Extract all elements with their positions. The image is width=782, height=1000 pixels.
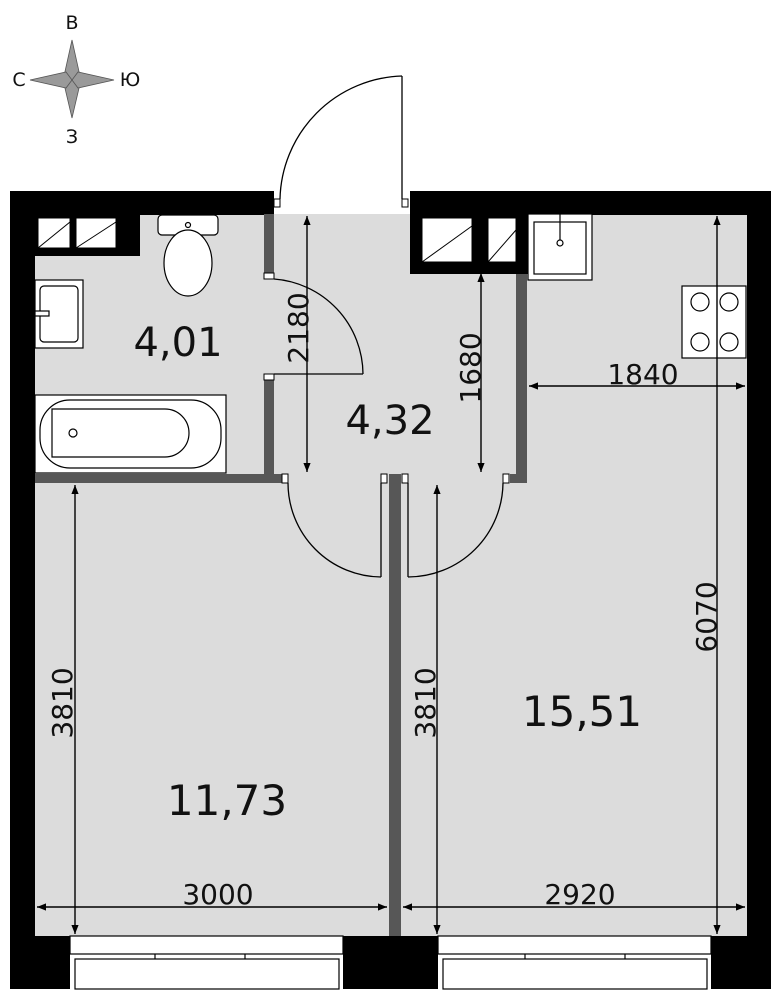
compass-west-label: С [12, 69, 25, 91]
ventilation-shafts [37, 217, 517, 263]
living-room-door [407, 482, 504, 578]
room-area-bedroom: 11,73 [167, 776, 287, 825]
windows [69, 935, 712, 990]
dim-label-living-height: 3810 [409, 667, 442, 738]
room-area-bathroom: 4,01 [133, 320, 222, 366]
dim-label-hall-height: 1680 [454, 332, 487, 403]
dim-label-kitchen-height: 6070 [690, 581, 723, 652]
door-jambs [263, 198, 510, 484]
interior-partitions [35, 214, 527, 936]
dim-label-living-width: 2920 [544, 878, 615, 911]
bedroom-door [287, 482, 382, 578]
compass-rose-icon: В С Ю З [12, 12, 140, 148]
dim-label-bedroom-width: 3000 [182, 878, 253, 911]
room-area-kitchen: 15,51 [522, 687, 642, 736]
dim-label-bedroom-height: 3810 [46, 667, 79, 738]
dim-label-bath-height: 2180 [282, 292, 315, 363]
kitchen-sink-icon [527, 213, 593, 281]
washbasin-icon [34, 279, 84, 349]
exterior-walls [10, 191, 771, 989]
entrance-door [279, 75, 403, 200]
toilet-icon [157, 214, 219, 297]
room-area-hall: 4,32 [345, 398, 434, 444]
dim-label-kitchen-width: 1840 [607, 358, 678, 391]
compass-south-label: З [66, 126, 78, 148]
compass-east-label: Ю [120, 69, 141, 91]
stove-icon [681, 285, 747, 359]
bathroom-door [273, 278, 364, 375]
dimension-lines [37, 216, 745, 934]
bathtub-icon [34, 394, 227, 474]
compass-north-label: В [65, 12, 78, 34]
